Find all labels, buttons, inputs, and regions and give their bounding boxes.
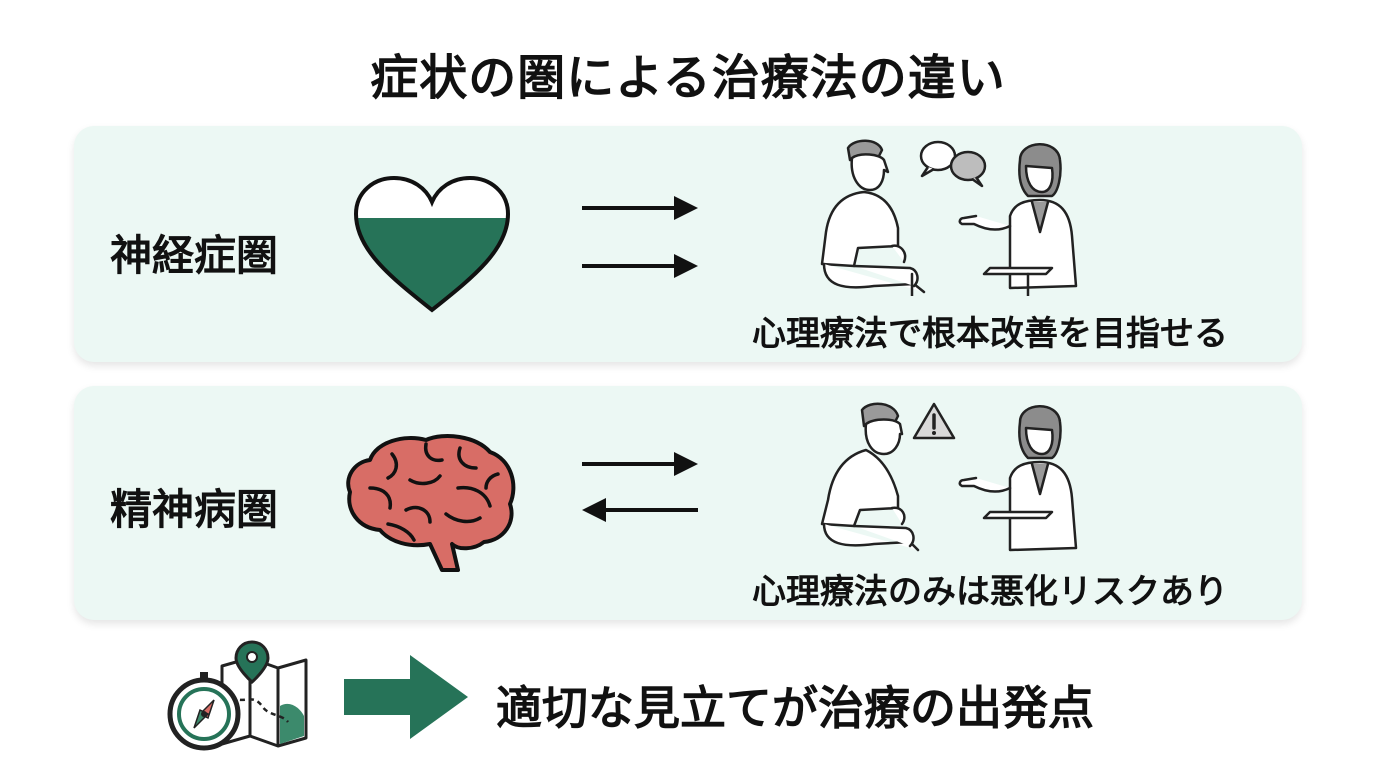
therapist-figure — [958, 143, 1078, 296]
patient-figure — [820, 402, 920, 552]
calm-counseling-illustration — [820, 139, 1078, 296]
big-arrow-icon — [344, 655, 468, 739]
warning-icon — [912, 402, 956, 440]
psychosis-caption: 心理療法のみは悪化リスクあり — [752, 572, 1228, 612]
speech-bubble-icon — [919, 140, 987, 188]
compass-map-icon — [167, 640, 308, 751]
patient-figure — [820, 139, 926, 296]
neurosis-caption: 心理療法で根本改善を目指せる — [752, 314, 1228, 354]
heart-icon — [353, 175, 511, 313]
therapist-figure — [958, 405, 1078, 552]
psychosis-panel: 精神病圏 — [74, 386, 1302, 620]
neurosis-label: 神経症圏 — [110, 231, 279, 280]
neurosis-panel: 神経症圏 — [74, 126, 1302, 362]
page-title: 症状の圏による治療法の違い — [370, 50, 1006, 106]
brain-icon — [346, 434, 516, 572]
conclusion-text: 適切な見立てが治療の出発点 — [496, 681, 1094, 735]
parallel-arrows-icon — [582, 196, 698, 278]
bidirectional-arrows-icon — [582, 452, 698, 522]
psychosis-label: 精神病圏 — [110, 485, 279, 534]
warning-counseling-illustration — [820, 402, 1078, 552]
